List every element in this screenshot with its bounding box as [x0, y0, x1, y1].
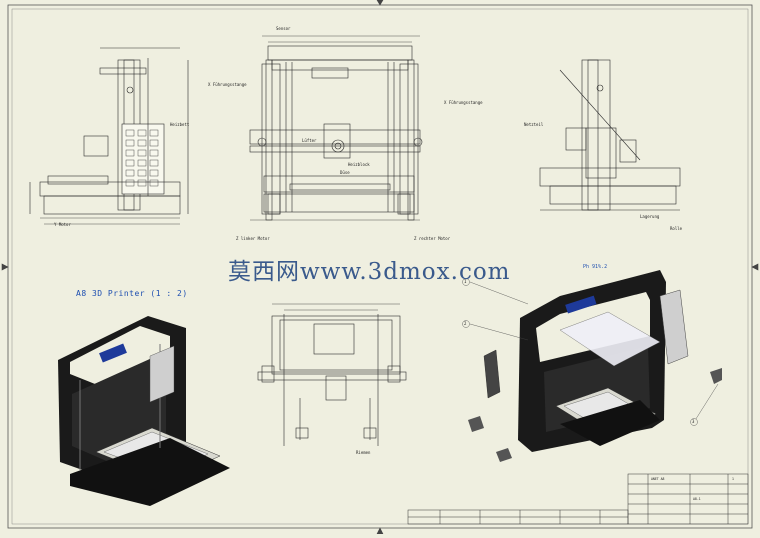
- label-x-guide-right: X Führungsstange: [444, 100, 483, 105]
- side-view-left: [29, 47, 189, 215]
- watermark: 莫西网www.3dmox.com: [228, 259, 511, 285]
- title-block-sheet: 1: [732, 477, 734, 481]
- label-sensor: Sensor: [276, 26, 291, 31]
- title-block: [407, 473, 749, 525]
- top-view-dims: [272, 303, 400, 311]
- front-view: [249, 45, 423, 221]
- label-power-supply: Netzteil: [524, 122, 544, 127]
- side-view-right: [539, 59, 681, 211]
- callout-1: 1: [464, 279, 467, 284]
- label-nozzle: Düse: [340, 170, 350, 175]
- title-block-company: ANET A8: [651, 477, 665, 481]
- label-x-guide-left: X Führungsstange: [208, 82, 247, 87]
- side-view-left-dims: [40, 217, 180, 225]
- callout-leaders: [462, 278, 719, 426]
- label-belt: Riemen: [356, 450, 371, 455]
- top-view: [257, 314, 407, 446]
- isometric-view-exploded: [468, 270, 722, 462]
- front-view-dims: [250, 35, 420, 221]
- label-z-motor-left: Z linker Motor: [236, 236, 270, 241]
- label-fan: Lüfter: [302, 138, 317, 143]
- detail-label: Ph 91%.2: [583, 264, 608, 270]
- label-pulley: Rolle: [670, 226, 683, 231]
- label-heatbed: Heizbett: [170, 122, 190, 127]
- inner-border: [11, 8, 749, 525]
- callout-3: 3: [692, 419, 695, 424]
- drawing-title: A8 3D Printer (1 : 2): [76, 289, 188, 298]
- label-y-motor: Y Motor: [54, 222, 71, 227]
- label-z-motor-right: Z rechter Motor: [414, 236, 451, 241]
- isometric-view-left: [58, 316, 230, 506]
- title-block-drawing-no: A8-1: [693, 497, 701, 501]
- label-heater-block: Heizblock: [348, 162, 370, 167]
- callout-2: 2: [464, 321, 467, 326]
- label-bearing: Lagerung: [640, 214, 660, 219]
